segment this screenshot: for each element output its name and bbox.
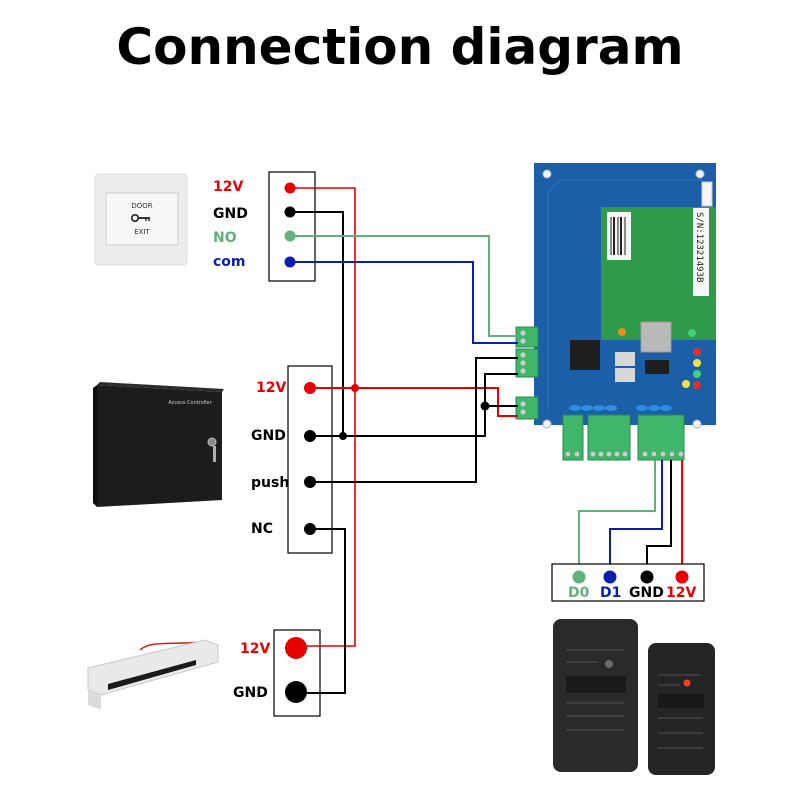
wire-exit-gnd	[290, 211, 344, 436]
serial-number: S/N:12321493B	[694, 212, 704, 282]
lock-key-icon	[207, 437, 217, 462]
wire-exit-12v	[290, 187, 356, 388]
lock-body	[87, 639, 219, 696]
terminal-block-left-2	[515, 348, 539, 378]
exit-button-text-exit: EXIT	[134, 228, 150, 236]
wire-exit-no	[290, 235, 518, 337]
wire-reader-d1	[609, 460, 663, 577]
board-ic	[645, 360, 669, 374]
reader-window	[658, 694, 704, 708]
diagram-title: Connection diagram	[116, 18, 684, 76]
exit-button-face	[105, 192, 179, 246]
terminal-dot-exit-no	[284, 230, 296, 242]
terminal-dot-power-push	[304, 476, 316, 488]
wire-exit-com	[290, 261, 518, 344]
exit-button-label-no: NO	[213, 230, 237, 246]
mount-hole	[695, 169, 705, 179]
wire-reader-gnd	[646, 460, 672, 577]
terminal-block-bottom-2	[587, 414, 631, 461]
serial-label	[693, 208, 709, 296]
card-reader-small	[648, 643, 715, 775]
reader-body	[553, 619, 638, 772]
wire-power-push	[310, 357, 518, 483]
led-orange-icon	[618, 328, 626, 336]
terminal-dot-exit-com	[284, 256, 296, 268]
power-box-front	[97, 385, 222, 507]
card-reader-label-d0: D0	[568, 585, 590, 601]
terminal-dot-exit-12v	[284, 182, 296, 194]
terminal-dot-reader-gnd	[640, 570, 654, 584]
card-reader-label-d1: D1	[600, 585, 621, 601]
exit-button-device: DOOR EXIT	[94, 173, 188, 266]
power-supply-label-nc: NC	[251, 521, 273, 537]
controller-board: S/N:12321493B	[515, 163, 716, 461]
power-supply-label-push: push	[251, 475, 289, 491]
exit-button-label-12v: 12V	[213, 179, 243, 195]
led-yellow-icon	[682, 380, 690, 388]
terminal-dot-power-nc	[304, 523, 316, 535]
wire-power-nc	[296, 528, 346, 694]
mount-hole	[542, 419, 552, 429]
power-supply-label-gnd: GND	[251, 428, 286, 444]
terminal-dot-exit-gnd	[284, 206, 296, 218]
reader-led-red-icon	[683, 679, 691, 687]
power-supply-device: Access Controller	[93, 382, 224, 507]
exit-button-label-com: com	[213, 254, 246, 270]
board-regulator	[615, 368, 635, 382]
terminal-dot-power-gnd	[304, 430, 316, 442]
wire-reader-d0	[578, 460, 656, 577]
reader-body	[648, 643, 715, 775]
terminal-dot-reader-d1	[603, 570, 617, 584]
magnetic-lock-label-12v: 12V	[240, 641, 270, 657]
power-supply-terminal-box	[287, 365, 333, 554]
power-box-label: Access Controller	[168, 400, 212, 406]
power-supply-label-12v: 12V	[256, 380, 286, 396]
power-box-top	[97, 382, 224, 392]
terminal-dot-power-12v	[304, 382, 316, 394]
lock-magnet-face	[108, 660, 196, 690]
lock-end	[88, 690, 101, 710]
card-reader-large	[553, 619, 638, 772]
terminal-dot-maglock-gnd	[285, 681, 307, 703]
led-green-icon	[693, 370, 701, 378]
barcode	[610, 217, 626, 255]
led-red-icon	[693, 381, 701, 389]
led-yellow-icon	[693, 359, 701, 367]
board-regulator	[615, 352, 635, 366]
terminal-dot-reader-d0	[572, 570, 586, 584]
reader-indicator-icon	[605, 660, 613, 668]
junction-dot-board-gnd	[480, 401, 490, 411]
terminal-block-left-1	[515, 326, 539, 348]
led-red-icon	[693, 348, 701, 356]
card-reader-label-12v: 12V	[666, 585, 696, 601]
terminal-block-bottom-1	[562, 414, 584, 461]
exit-button-text-door: DOOR	[131, 202, 152, 210]
junction-dot-12v	[351, 384, 359, 392]
reader-window	[566, 676, 626, 693]
card-reader-label-gnd: GND	[629, 585, 664, 601]
terminal-block-left-3	[515, 396, 539, 420]
key-icon	[131, 214, 150, 223]
capacitor-row	[569, 405, 672, 411]
terminal-block-bottom-3	[637, 414, 685, 461]
led-green-icon	[688, 329, 696, 337]
board-chip	[570, 340, 600, 370]
wire-maglock-12v	[296, 388, 356, 647]
power-box-side	[93, 385, 97, 507]
board-rj-module	[640, 321, 672, 353]
magnetic-lock-device	[87, 639, 219, 710]
wire-power-12v	[310, 387, 518, 417]
junction-dot-gnd	[339, 432, 347, 440]
magnetic-lock-label-gnd: GND	[233, 685, 268, 701]
terminal-dot-reader-12v	[675, 570, 689, 584]
exit-button-label-gnd: GND	[213, 206, 248, 222]
mount-hole	[542, 169, 552, 179]
terminal-dot-maglock-12v	[285, 637, 307, 659]
mount-hole	[692, 419, 702, 429]
board-connector	[701, 181, 713, 207]
